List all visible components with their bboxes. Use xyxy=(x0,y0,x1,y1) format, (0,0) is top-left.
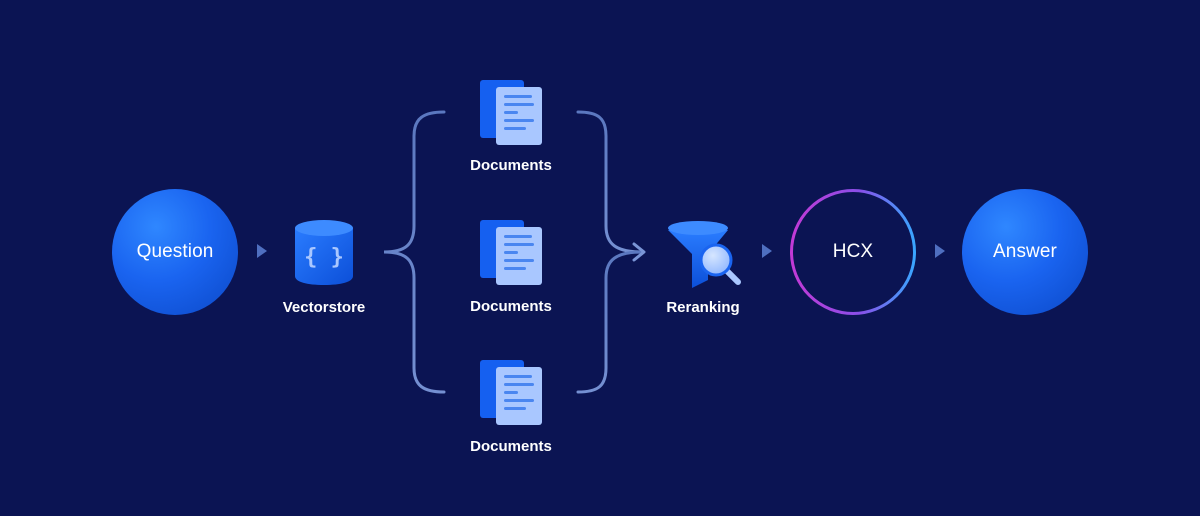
vectorstore-label: Vectorstore xyxy=(282,299,366,316)
document-icon xyxy=(480,220,542,285)
merge-arrowhead xyxy=(632,242,646,262)
documents-label: Documents xyxy=(470,438,552,455)
svg-text:{ }: { } xyxy=(304,245,344,270)
right-brace-lower xyxy=(576,250,644,394)
documents-label: Documents xyxy=(470,298,552,315)
hcx-node: HCX xyxy=(789,188,917,316)
documents-label: Documents xyxy=(470,157,552,174)
hcx-label: HCX xyxy=(832,241,874,262)
hcx-ring xyxy=(790,189,916,315)
funnel-search-icon xyxy=(668,221,741,288)
right-brace xyxy=(576,110,644,254)
arrow-right-icon xyxy=(257,244,267,258)
document-icon xyxy=(480,360,542,425)
arrow-right-icon xyxy=(762,244,772,258)
question-label: Question xyxy=(136,241,214,262)
database-icon: { } xyxy=(295,220,353,285)
reranking-label: Reranking xyxy=(666,299,740,316)
document-icon xyxy=(480,80,542,145)
answer-label: Answer xyxy=(993,241,1057,262)
left-brace xyxy=(383,110,446,394)
arrow-right-icon xyxy=(935,244,945,258)
answer-node: Answer xyxy=(962,189,1088,315)
question-node: Question xyxy=(112,189,238,315)
